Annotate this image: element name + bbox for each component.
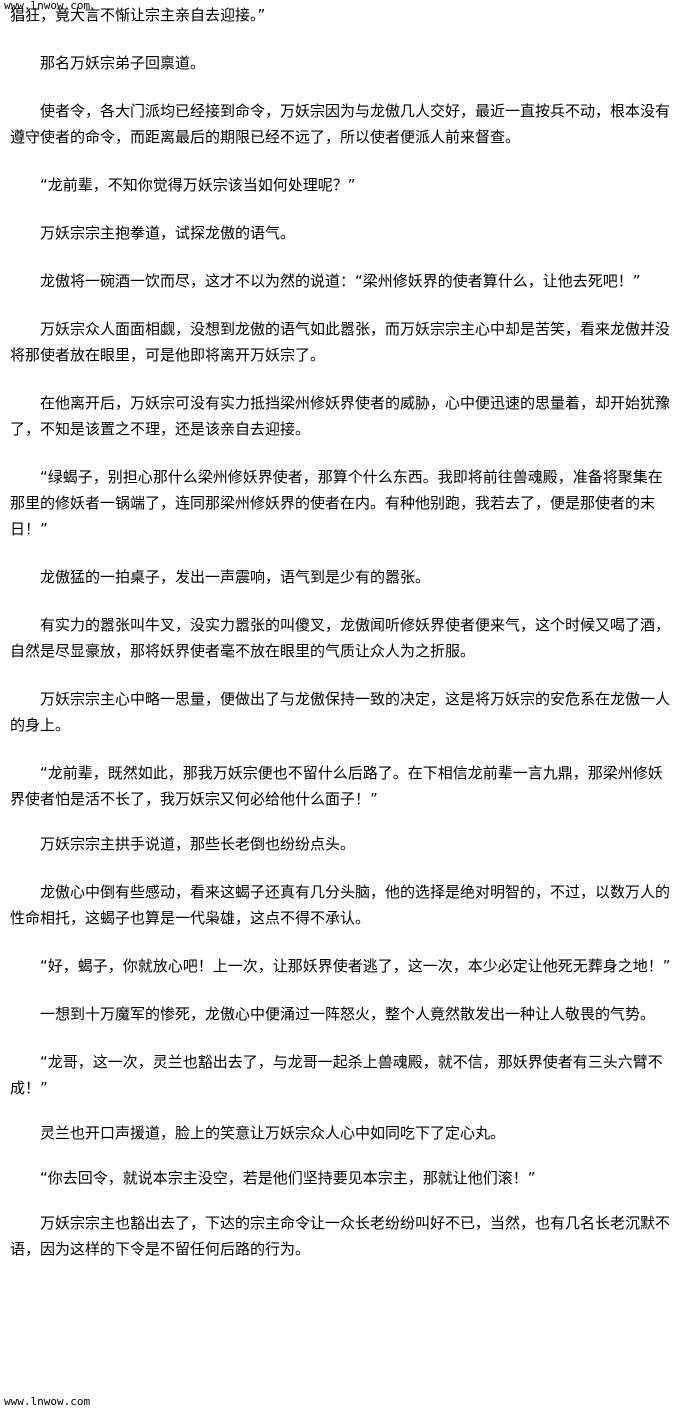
paragraph: “你去回令，就说本宗主没空，若是他们坚持要见本宗主，那就让他们滚！” [40, 1169, 536, 1187]
paragraph: 灵兰也开口声援道，脸上的笑意让万妖宗众人心中如同吃下了定心丸。 [40, 1124, 506, 1142]
paragraph: 龙傲将一碗酒一饮而尽，这才不以为然的说道：“梁州修妖界的使者算什么，让他去死吧！… [40, 272, 641, 290]
paragraph: 在他离开后，万妖宗可没有实力抵挡梁州修妖界使者的威胁，心中便迅速的思量着，却开始… [10, 394, 671, 438]
paragraph: “龙前辈，既然如此，那我万妖宗便也不留什么后路了。在下相信龙前辈一言九鼎，那梁州… [10, 764, 663, 808]
paragraph: 万妖宗宗主心中略一思量，便做出了与龙傲保持一致的决定，这是将万妖宗的安危系在龙傲… [10, 690, 671, 734]
paragraph: 龙傲心中倒有些感动，看来这蝎子还真有几分头脑，他的选择是绝对明智的，不过，以数万… [10, 883, 671, 927]
paragraph: 龙傲猛的一拍桌子，发出一声震响，语气到是少有的嚣张。 [40, 568, 431, 586]
site-url-header: www.lnwow.com [4, 0, 91, 12]
paragraph: 万妖宗宗主抱拳道，试探龙傲的语气。 [40, 224, 296, 242]
paragraph: “龙前辈，不知你觉得万妖宗该当如何处理呢？” [40, 176, 356, 194]
paragraph: 使者令，各大门派均已经接到命令，万妖宗因为与龙傲几人交好，最近一直按兵不动，根本… [10, 102, 671, 146]
paragraph: “好，蝎子，你就放心吧！上一次，让那妖界使者逃了，这一次，本少必定让他死无葬身之… [40, 957, 671, 975]
chapter-text: 猖狂，竟大言不惭让宗主亲自去迎接。” 那名万妖宗弟子回禀道。 使者令，各大门派均… [0, 2, 680, 1262]
paragraph: 万妖宗宗主也豁出去了，下达的宗主命令让一众长老纷纷叫好不已，当然，也有几名长老沉… [10, 1214, 671, 1258]
paragraph: “龙哥，这一次，灵兰也豁出去了，与龙哥一起杀上兽魂殿，就不信，那妖界使者有三头六… [10, 1053, 663, 1097]
paragraph: 那名万妖宗弟子回禀道。 [40, 54, 206, 72]
paragraph: 有实力的嚣张叫牛叉，没实力嚣张的叫傻叉，龙傲闻听修妖界使者便来气，这个时候又喝了… [10, 616, 671, 660]
paragraph: 猖狂，竟大言不惭让宗主亲自去迎接。” [10, 6, 266, 24]
paragraph: 万妖宗众人面面相觑，没想到龙傲的语气如此嚣张，而万妖宗宗主心中却是苦笑，看来龙傲… [10, 320, 671, 364]
paragraph: 万妖宗宗主拱手说道，那些长老倒也纷纷点头。 [40, 835, 356, 853]
paragraph: “绿蝎子，别担心那什么梁州修妖界使者，那算个什么东西。我即将前往兽魂殿，准备将聚… [10, 468, 663, 538]
paragraph: 一想到十万魔军的惨死，龙傲心中便涌过一阵怒火，整个人竟然散发出一种让人敬畏的气势… [40, 1005, 656, 1023]
site-url-footer: www.lnwow.com [4, 1395, 91, 1408]
